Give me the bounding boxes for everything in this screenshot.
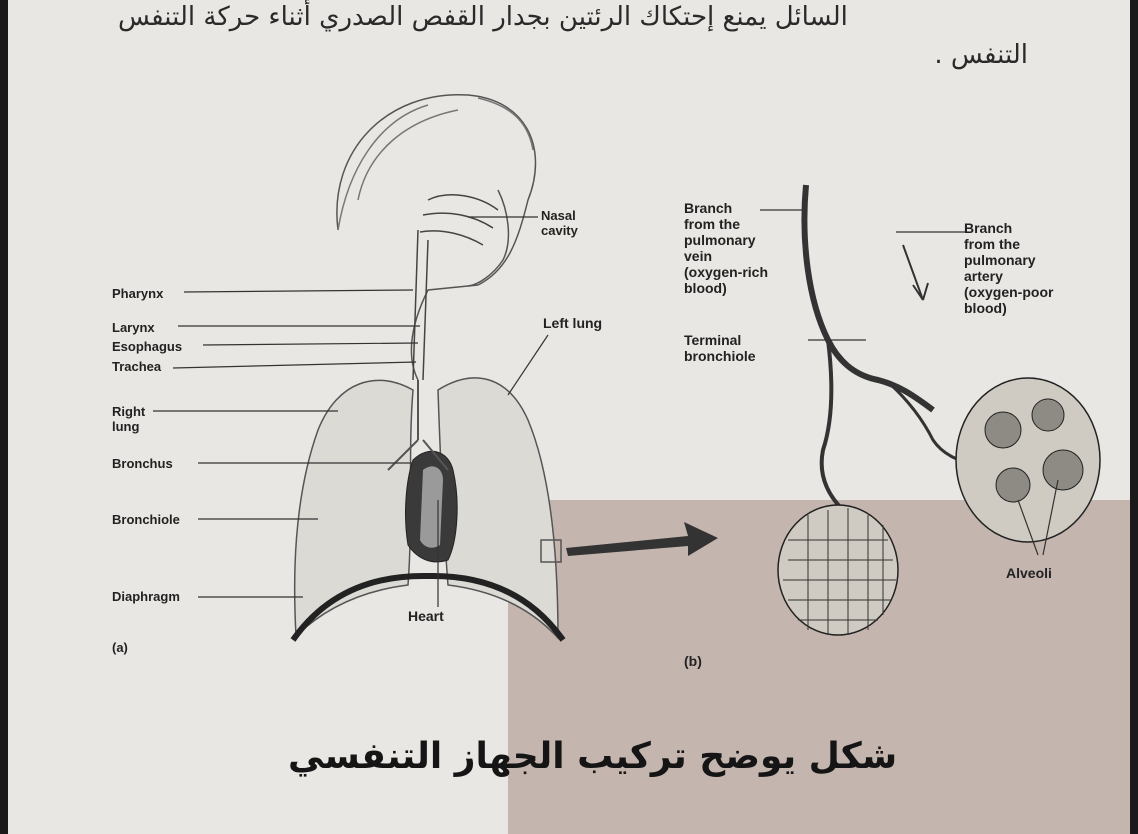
alveoli-cluster-lower [778,505,898,635]
nasal-passage [420,195,498,245]
figure-label-b: (b) [684,654,702,669]
label-trachea: Trachea [112,359,161,374]
label-esophagus: Esophagus [112,339,182,354]
hair-outline [338,98,533,230]
figure-caption: شكل يوضح تركيب الجهاز التنفسي [288,736,897,777]
label-pharynx: Pharynx [112,286,163,301]
head-outline [337,95,536,380]
label-branch-vein: Branch from the pulmonary vein (oxygen-r… [684,200,768,296]
label-bronchus: Bronchus [112,456,173,471]
right-lung-shape [295,380,413,636]
zoom-arrow [566,522,718,556]
label-heart: Heart [408,609,444,624]
label-left-lung: Left lung [543,316,602,331]
label-bronchiole: Bronchiole [112,512,180,527]
label-terminal-bronchiole: Terminal bronchiole [684,332,756,364]
label-alveoli: Alveoli [1006,566,1052,581]
label-right-lung: Right lung [112,404,145,434]
terminal-bronchiole-tube [804,185,933,410]
figure-label-a: (a) [112,640,128,655]
label-branch-artery: Branch from the pulmonary artery (oxygen… [964,220,1053,316]
label-diaphragm: Diaphragm [112,589,180,604]
label-larynx: Larynx [112,320,155,335]
respiratory-system-diagram [8,0,1130,834]
textbook-page: السائل يمنع إحتكاك الرئتين بجدار القفص ا… [8,0,1130,834]
label-nasal-cavity: Nasal cavity [541,208,578,238]
